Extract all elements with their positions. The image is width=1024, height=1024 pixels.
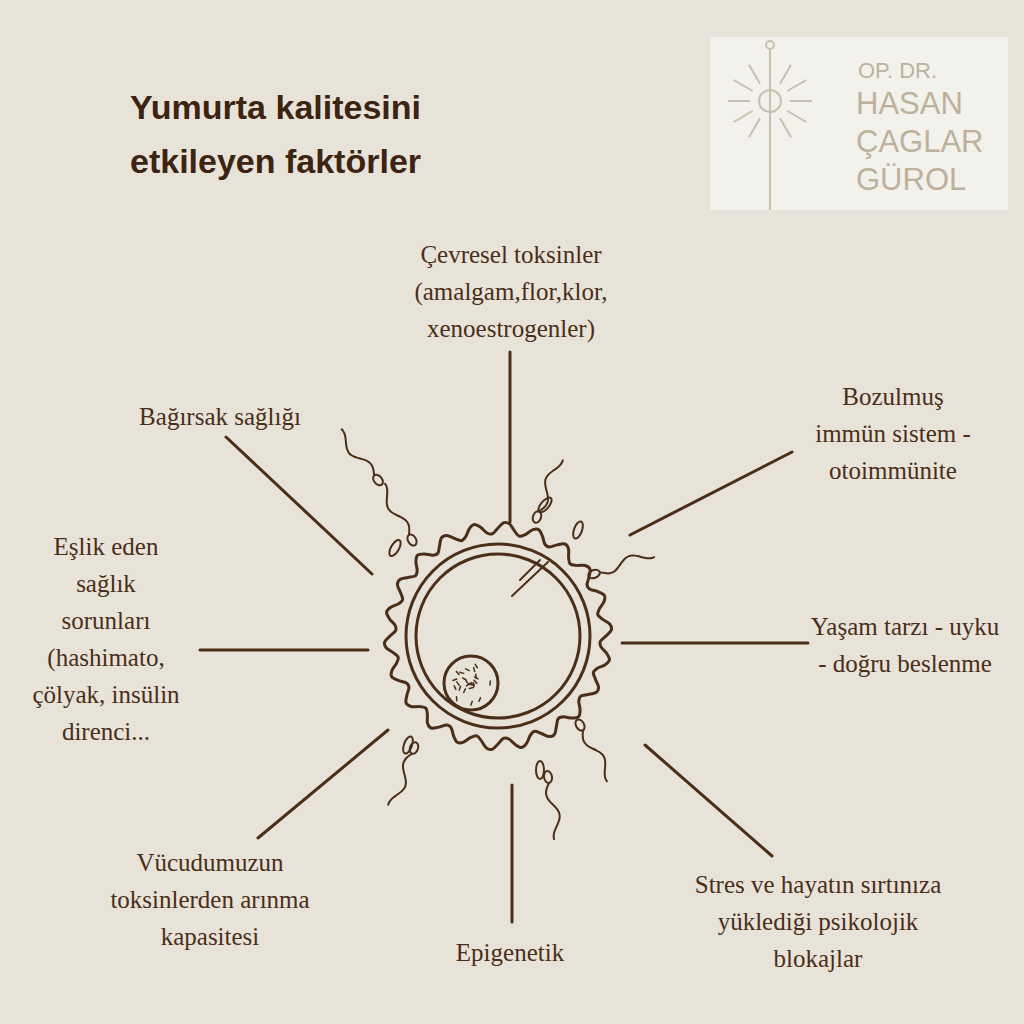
sperm [530, 456, 563, 524]
leader-line [200, 649, 368, 652]
egg-ring [406, 544, 590, 728]
leader-line [226, 437, 372, 574]
leader-line [622, 642, 808, 645]
nucleus-texture [456, 697, 458, 701]
sperm [376, 483, 419, 548]
nucleus-texture [468, 684, 472, 686]
nucleus-texture [479, 698, 481, 702]
nucleus-texture [460, 672, 464, 673]
factor-label: Bağırsak sağlığı [80, 398, 360, 435]
sperm-cells [334, 429, 655, 840]
nucleus-texture [474, 680, 477, 683]
droplet [536, 761, 544, 779]
nucleus [444, 656, 498, 710]
logo-icon [710, 37, 830, 210]
leader-line [511, 785, 514, 922]
nucleus-texture [474, 668, 475, 672]
sperm [542, 770, 564, 840]
nucleus-texture [457, 682, 459, 685]
logo-box: OP. DR.HASAN ÇAGLAR GÜROL [710, 37, 1008, 210]
sperm [587, 548, 655, 581]
nucleus-texture [459, 686, 460, 690]
droplet [387, 538, 403, 558]
egg-ring [416, 554, 580, 718]
egg-corona [384, 522, 611, 749]
droplet [536, 496, 554, 515]
sperm [573, 717, 616, 782]
nucleus-texture [453, 664, 490, 705]
nucleus-texture [475, 674, 477, 678]
droplet [401, 735, 415, 755]
nucleus-texture [456, 672, 459, 675]
egg-corona [384, 522, 611, 749]
leader-line [509, 352, 512, 522]
leader-line [645, 745, 772, 856]
nucleus-texture [454, 686, 456, 690]
logo-text: HASAN ÇAGLAR GÜROL [856, 85, 996, 199]
nucleus-texture [475, 664, 477, 667]
factor-label: Bozulmuş immün sistem - otoimmünite [806, 378, 981, 489]
nucleus-texture [453, 679, 457, 680]
factor-label: Stres ve hayatın sırtınıza yüklediği psi… [692, 866, 944, 977]
shine [512, 562, 548, 596]
factor-label: Vücudumuzun toksinlerden arınma kapasite… [89, 844, 331, 955]
title: Yumurta kalitesini etkileyen faktörler [130, 80, 530, 188]
droplet [571, 520, 585, 540]
factor-label: Epigenetik [410, 934, 610, 971]
nucleus-texture [466, 669, 470, 671]
factor-label: Eşlik eden sağlık sorunları (hashimato, … [30, 528, 182, 750]
leader-line [258, 730, 388, 838]
factor-label: Çevresel toksinler (amalgam,flor,klor, x… [361, 236, 661, 347]
nucleus-texture [464, 689, 466, 693]
leader-line [630, 452, 792, 535]
sperm [334, 429, 386, 488]
nucleus-texture [469, 687, 473, 689]
logo-text: OP. DR. [858, 57, 998, 85]
nucleus-texture [463, 678, 466, 680]
nucleus-texture [489, 681, 491, 685]
factor-label: Yaşam tarzı - uyku - doğru beslenme [810, 608, 1000, 682]
nucleus-texture [471, 701, 472, 705]
shine [520, 560, 540, 580]
